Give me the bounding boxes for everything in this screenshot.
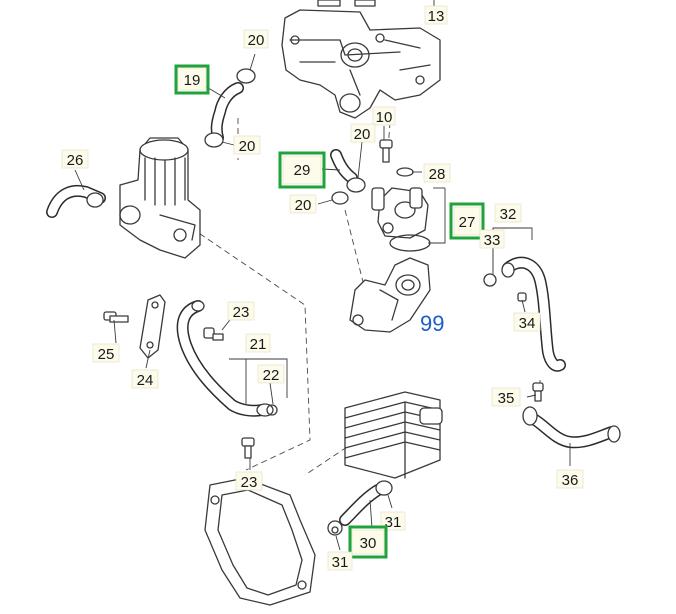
coolant-connector-27 bbox=[371, 187, 431, 252]
label-31-b-text: 31 bbox=[332, 554, 349, 571]
label-32: 32 bbox=[494, 203, 522, 223]
pipe-21 bbox=[176, 300, 268, 417]
label-29: 29 bbox=[278, 151, 326, 189]
label-26-text: 26 bbox=[67, 152, 84, 169]
label-27-text: 27 bbox=[459, 214, 476, 231]
label-23-a: 23 bbox=[227, 301, 255, 321]
label-31-b: 31 bbox=[327, 551, 353, 571]
label-19: 19 bbox=[174, 64, 210, 95]
label-23-b-text: 23 bbox=[241, 474, 258, 491]
label-27: 27 bbox=[449, 202, 485, 240]
label-25: 25 bbox=[92, 343, 120, 363]
label-21: 21 bbox=[245, 333, 271, 353]
oil-filter-housing bbox=[119, 137, 201, 259]
label-13: 13 bbox=[424, 5, 448, 25]
label-13-text: 13 bbox=[428, 8, 445, 25]
page-number: 99 bbox=[420, 311, 444, 336]
label-28-text: 28 bbox=[429, 166, 446, 183]
pipe-32 bbox=[502, 256, 566, 372]
label-20-d-text: 20 bbox=[295, 197, 312, 214]
highlight-19 bbox=[174, 64, 210, 95]
label-32-text: 32 bbox=[500, 206, 517, 223]
label-33-text: 33 bbox=[484, 232, 501, 249]
label-24-text: 24 bbox=[137, 372, 154, 389]
hose-19 bbox=[210, 82, 244, 144]
highlight-29 bbox=[278, 151, 326, 189]
label-20-top: 20 bbox=[243, 29, 269, 49]
label-31-a-text: 31 bbox=[385, 514, 402, 531]
coolant-flange-housing bbox=[349, 257, 431, 333]
bolts bbox=[103, 139, 544, 534]
label-10: 10 bbox=[372, 106, 396, 126]
label-35: 35 bbox=[491, 387, 521, 407]
label-30-text: 30 bbox=[360, 535, 377, 552]
label-20-b: 20 bbox=[350, 123, 376, 143]
oil-cooler bbox=[344, 391, 443, 479]
highlight-27 bbox=[449, 202, 485, 240]
pipe-36 bbox=[526, 412, 618, 449]
label-36: 36 bbox=[556, 469, 584, 489]
label-19-text: 19 bbox=[184, 72, 201, 89]
label-20-b-text: 20 bbox=[354, 126, 371, 143]
highlight-30 bbox=[348, 525, 388, 559]
hose-30 bbox=[339, 484, 384, 526]
label-23-a-text: 23 bbox=[233, 304, 250, 321]
label-29-text: 29 bbox=[294, 162, 311, 179]
label-20-c: 20 bbox=[233, 135, 261, 155]
label-20-d: 20 bbox=[289, 194, 317, 214]
label-30: 30 bbox=[348, 525, 388, 559]
clamps bbox=[86, 68, 621, 536]
label-36-text: 36 bbox=[562, 472, 579, 489]
label-22-text: 22 bbox=[263, 367, 280, 384]
label-34-text: 34 bbox=[519, 315, 536, 332]
label-20-c-text: 20 bbox=[239, 138, 256, 155]
label-25-text: 25 bbox=[98, 346, 115, 363]
label-20-top-text: 20 bbox=[248, 32, 265, 49]
label-10-text: 10 bbox=[376, 109, 393, 126]
label-24: 24 bbox=[131, 369, 159, 389]
hose-29 bbox=[330, 149, 358, 184]
bracket-24 bbox=[139, 294, 166, 359]
label-22: 22 bbox=[257, 364, 285, 384]
hose-26 bbox=[46, 185, 106, 218]
egr-housing bbox=[281, 0, 441, 119]
label-35-text: 35 bbox=[498, 390, 515, 407]
label-28: 28 bbox=[423, 163, 451, 183]
label-34: 34 bbox=[513, 312, 541, 332]
label-23-b: 23 bbox=[235, 471, 263, 491]
label-21-text: 21 bbox=[250, 336, 267, 353]
leader-lines bbox=[74, 0, 571, 551]
cover-plate bbox=[204, 477, 316, 606]
label-33: 33 bbox=[479, 229, 505, 249]
label-26: 26 bbox=[61, 149, 89, 169]
